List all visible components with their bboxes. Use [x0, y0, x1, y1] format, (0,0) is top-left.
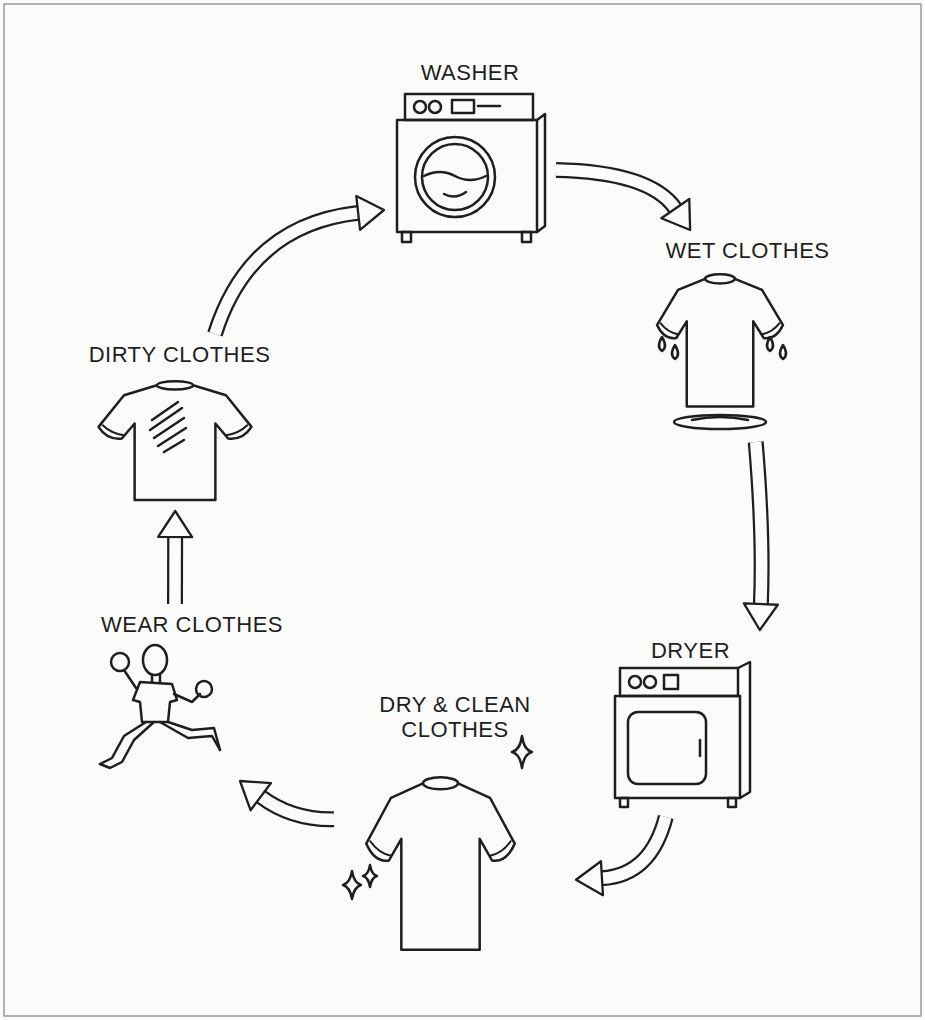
arrow-shaft-inner — [556, 170, 675, 209]
step-label: WET CLOTHES — [665, 238, 829, 263]
cycle-step: DRY & CLEAN CLOTHES — [340, 690, 570, 965]
step-label: DRYER — [651, 638, 730, 663]
arrow-head — [576, 861, 603, 895]
arrow-shaft — [261, 797, 334, 820]
flow-arrow — [576, 817, 666, 895]
arrow-shaft-inner — [215, 213, 358, 334]
arrow-shaft — [215, 213, 358, 334]
washer-drawing — [397, 94, 545, 242]
step-label: WASHER — [421, 60, 520, 85]
step-label: WEAR CLOTHES — [101, 612, 283, 637]
arrow-head — [661, 199, 690, 230]
arrow-shaft-inner — [261, 797, 334, 820]
step-label: DRY & CLEAN CLOTHES — [368, 692, 543, 743]
arrow-shaft — [756, 442, 762, 604]
flow-arrow — [215, 196, 384, 334]
arrow-head — [240, 781, 271, 810]
wet-shirt-drawing — [657, 274, 786, 429]
cycle-step: DRYER — [608, 636, 773, 811]
cycle-step: WEAR CLOTHES — [92, 610, 292, 775]
flow-arrow — [556, 170, 690, 230]
cycle-step: WASHER — [390, 58, 550, 248]
cycle-step: WET CLOTHES — [645, 236, 850, 436]
arrow-head — [744, 603, 778, 630]
arrow-shaft-inner — [602, 817, 666, 878]
arrow-shaft — [556, 170, 675, 209]
flow-arrow — [158, 511, 192, 604]
arrow-shaft-inner — [169, 537, 181, 604]
clean-shirt-drawing — [343, 736, 532, 950]
step-label: DIRTY CLOTHES — [89, 342, 271, 367]
arrow-shaft — [167, 537, 183, 604]
flow-arrow — [744, 442, 778, 630]
arrow-shaft — [602, 817, 666, 878]
arrow-shaft-inner — [756, 442, 762, 604]
dirty-shirt-drawing — [99, 381, 252, 500]
running-person-drawing — [100, 645, 220, 768]
frame — [4, 4, 921, 1016]
arrow-head — [356, 196, 384, 230]
dryer-drawing — [615, 662, 750, 807]
flow-arrow — [240, 781, 334, 819]
arrow-head — [158, 511, 192, 537]
cycle-step: DIRTY CLOTHES — [72, 340, 287, 505]
